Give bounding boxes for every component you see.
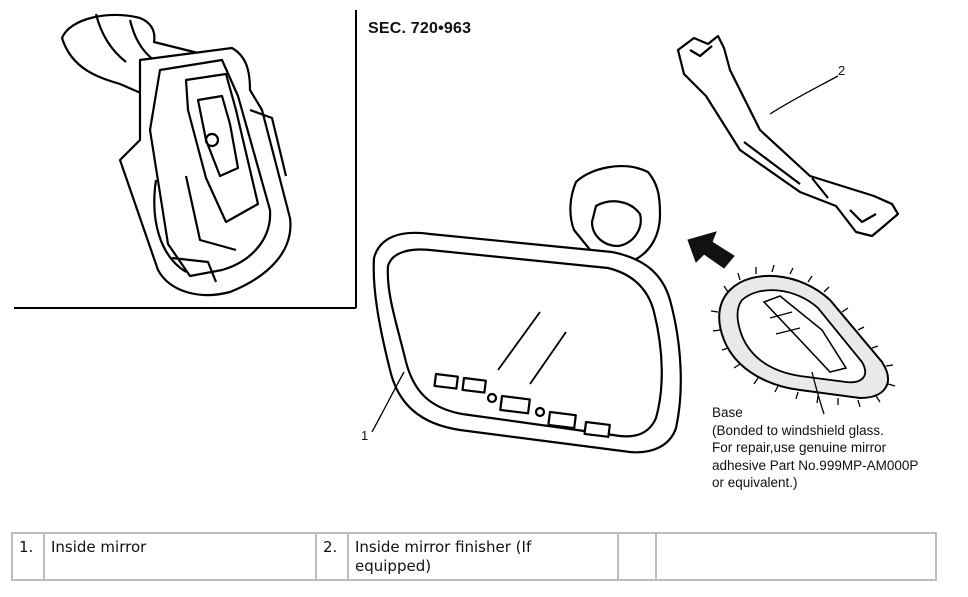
- base-note-leader: [811, 371, 825, 415]
- table-row: 1. Inside mirror 2. Inside mirror finish…: [11, 532, 937, 581]
- callout-1: 1: [361, 428, 369, 443]
- callout-2-leader: [769, 75, 839, 115]
- inside-mirror: [372, 165, 682, 454]
- mirror-illustration: SEC. 720•963 1 2 Base (Bonded to windshi…: [14, 10, 918, 492]
- legend-number-2: 2.: [315, 532, 349, 581]
- legend-number-3: [617, 532, 657, 581]
- legend-text-1: Inside mirror: [43, 532, 317, 581]
- mirror-base: [710, 264, 896, 408]
- section-label: SEC. 720•963: [368, 20, 472, 37]
- parts-legend-table: 1. Inside mirror 2. Inside mirror finish…: [11, 532, 937, 581]
- base-note-line: (Bonded to windshield glass.: [712, 422, 884, 438]
- mirror-diagram-svg: [14, 10, 900, 454]
- callout-1-leader: [371, 371, 405, 433]
- base-note-line: For repair,use genuine mirror: [712, 440, 887, 455]
- base-note: Base (Bonded to windshield glass. For re…: [712, 404, 918, 492]
- base-note-line: or equivalent.): [712, 475, 798, 490]
- legend-text-2: Inside mirror finisher (If equipped): [347, 532, 619, 581]
- install-direction-arrow-icon: [687, 231, 735, 269]
- callout-2: 2: [838, 63, 846, 78]
- base-note-line: Base: [712, 405, 743, 420]
- inside-mirror-finisher: [676, 34, 900, 238]
- legend-text-3: [655, 532, 937, 581]
- legend-number-1: 1.: [11, 532, 45, 581]
- inset-mount-detail: [60, 13, 292, 297]
- base-note-line: adhesive Part No.999MP-AM000P: [712, 457, 919, 473]
